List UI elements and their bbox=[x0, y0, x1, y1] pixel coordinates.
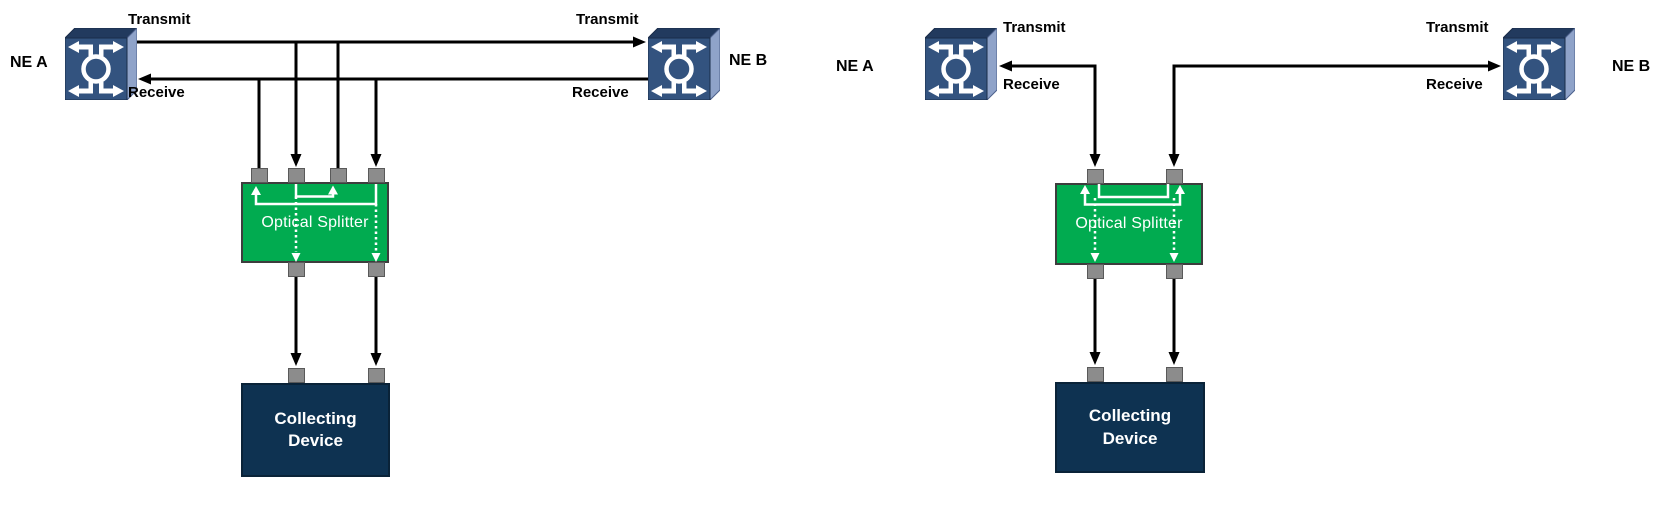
arrowhead-into-splitter-port2 bbox=[1168, 154, 1180, 167]
arrowhead-into-collector-port1 bbox=[290, 353, 302, 366]
left-splitter-port-1 bbox=[250, 168, 268, 183]
left-fibre-lines bbox=[137, 40, 648, 354]
arrowhead-into-splitter-port1 bbox=[1089, 154, 1101, 167]
right-optical-splitter-label: Optical Splitter bbox=[1075, 215, 1183, 232]
right-nea-network-element-icon bbox=[925, 28, 997, 100]
right-passthrough-path-inner bbox=[1097, 184, 1170, 199]
arrowhead-into-collector-port1 bbox=[1089, 352, 1101, 365]
arrowhead-into-nea bbox=[138, 73, 151, 85]
left-passthrough-path-2 bbox=[254, 184, 378, 206]
right-nea-transmit-label: Transmit bbox=[1003, 19, 1066, 36]
left-nea-transmit-label: Transmit bbox=[128, 11, 191, 28]
left-collector-port-1 bbox=[287, 368, 305, 383]
left-splitter-port-3 bbox=[329, 168, 347, 183]
left-passthrough-path-1 bbox=[294, 184, 335, 198]
left-neb-transmit-label: Transmit bbox=[576, 11, 639, 28]
right-splitter-tap-port-1 bbox=[1086, 264, 1104, 279]
arrowhead-into-collector-port2 bbox=[1168, 352, 1180, 365]
right-splitter-port-1 bbox=[1086, 169, 1104, 184]
right-neb-transmit-label: Transmit bbox=[1426, 19, 1489, 36]
left-collecting-device-box: Collecting Device bbox=[241, 383, 390, 477]
left-neb-receive-label: Receive bbox=[572, 84, 629, 101]
arrowhead-into-nea bbox=[999, 60, 1012, 72]
arrowhead-into-neb bbox=[1488, 60, 1501, 72]
arrowhead-into-neb bbox=[633, 36, 646, 48]
right-splitter-internal-paths bbox=[1083, 184, 1182, 252]
left-nea-name-label: NE A bbox=[10, 54, 48, 71]
right-collecting-device-box: Collecting Device bbox=[1055, 382, 1205, 473]
right-splitter-port-2 bbox=[1165, 169, 1183, 184]
left-fibre-arrowheads bbox=[138, 36, 646, 366]
right-collector-port-1 bbox=[1086, 367, 1104, 382]
right-neb-network-element-icon bbox=[1503, 28, 1575, 100]
left-neb-network-element-icon bbox=[648, 28, 720, 100]
left-splitter-internal-arrowheads bbox=[251, 185, 381, 262]
left-optical-splitter-label: Optical Splitter bbox=[261, 213, 369, 231]
left-nea-receive-label: Receive bbox=[128, 84, 185, 101]
left-collector-port-2 bbox=[367, 368, 385, 383]
left-splitter-tap-port-1 bbox=[287, 262, 305, 277]
right-splitter-internal-arrowheads bbox=[1080, 185, 1185, 262]
left-splitter-port-2 bbox=[287, 168, 305, 183]
arrowhead-into-splitter-port2 bbox=[290, 154, 302, 167]
right-neb-name-label: NE B bbox=[1612, 58, 1651, 75]
arrowhead-into-collector-port2 bbox=[370, 353, 382, 366]
left-collecting-device-label: Collecting Device bbox=[274, 408, 357, 450]
right-splitter-tap-port-2 bbox=[1165, 264, 1183, 279]
left-neb-name-label: NE B bbox=[729, 52, 768, 69]
right-neb-fibre-line bbox=[1172, 64, 1488, 154]
right-nea-name-label: NE A bbox=[836, 58, 874, 75]
left-splitter-tap-port-2 bbox=[367, 262, 385, 277]
arrowhead-into-splitter-port4 bbox=[370, 154, 382, 167]
right-collector-port-2 bbox=[1165, 367, 1183, 382]
right-nea-fibre-line bbox=[1012, 64, 1097, 154]
left-nea-network-element-icon bbox=[65, 28, 137, 100]
right-collecting-device-label: Collecting Device bbox=[1088, 406, 1172, 448]
right-fibre-arrowheads bbox=[999, 60, 1501, 365]
left-splitter-port-4 bbox=[367, 168, 385, 183]
right-fibre-lines bbox=[1012, 64, 1488, 352]
right-nea-receive-label: Receive bbox=[1003, 76, 1060, 93]
right-passthrough-path-outer bbox=[1083, 194, 1182, 206]
left-splitter-internal-paths bbox=[254, 184, 378, 252]
right-neb-receive-label: Receive bbox=[1426, 76, 1483, 93]
